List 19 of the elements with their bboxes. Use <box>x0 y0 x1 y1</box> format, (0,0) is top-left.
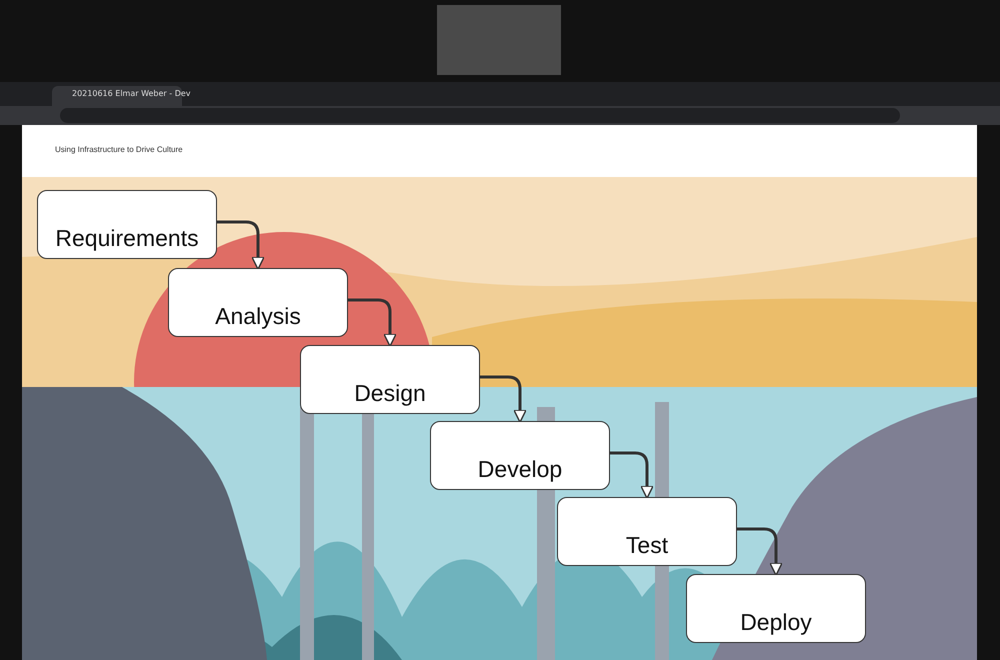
step-label: Analysis <box>215 303 301 330</box>
step-label: Design <box>354 380 426 407</box>
curved-arrow <box>348 298 397 347</box>
tab-title: 20210616 Elmar Weber - Dev <box>72 89 191 98</box>
slide-header-text: Using Infrastructure to Drive Culture <box>55 145 183 154</box>
step-label: Requirements <box>55 225 199 252</box>
curved-arrow <box>480 376 527 423</box>
process-box <box>37 190 217 259</box>
process-box <box>168 268 348 337</box>
step-label: Develop <box>478 456 562 483</box>
process-box <box>430 421 610 490</box>
curved-arrow <box>217 220 265 270</box>
curved-arrow <box>737 528 783 576</box>
process-box <box>300 345 480 414</box>
curved-arrow <box>610 452 654 499</box>
process-box <box>686 574 866 643</box>
step-label: Test <box>626 532 668 559</box>
step-label: Deploy <box>740 609 812 636</box>
process-box <box>557 497 737 566</box>
